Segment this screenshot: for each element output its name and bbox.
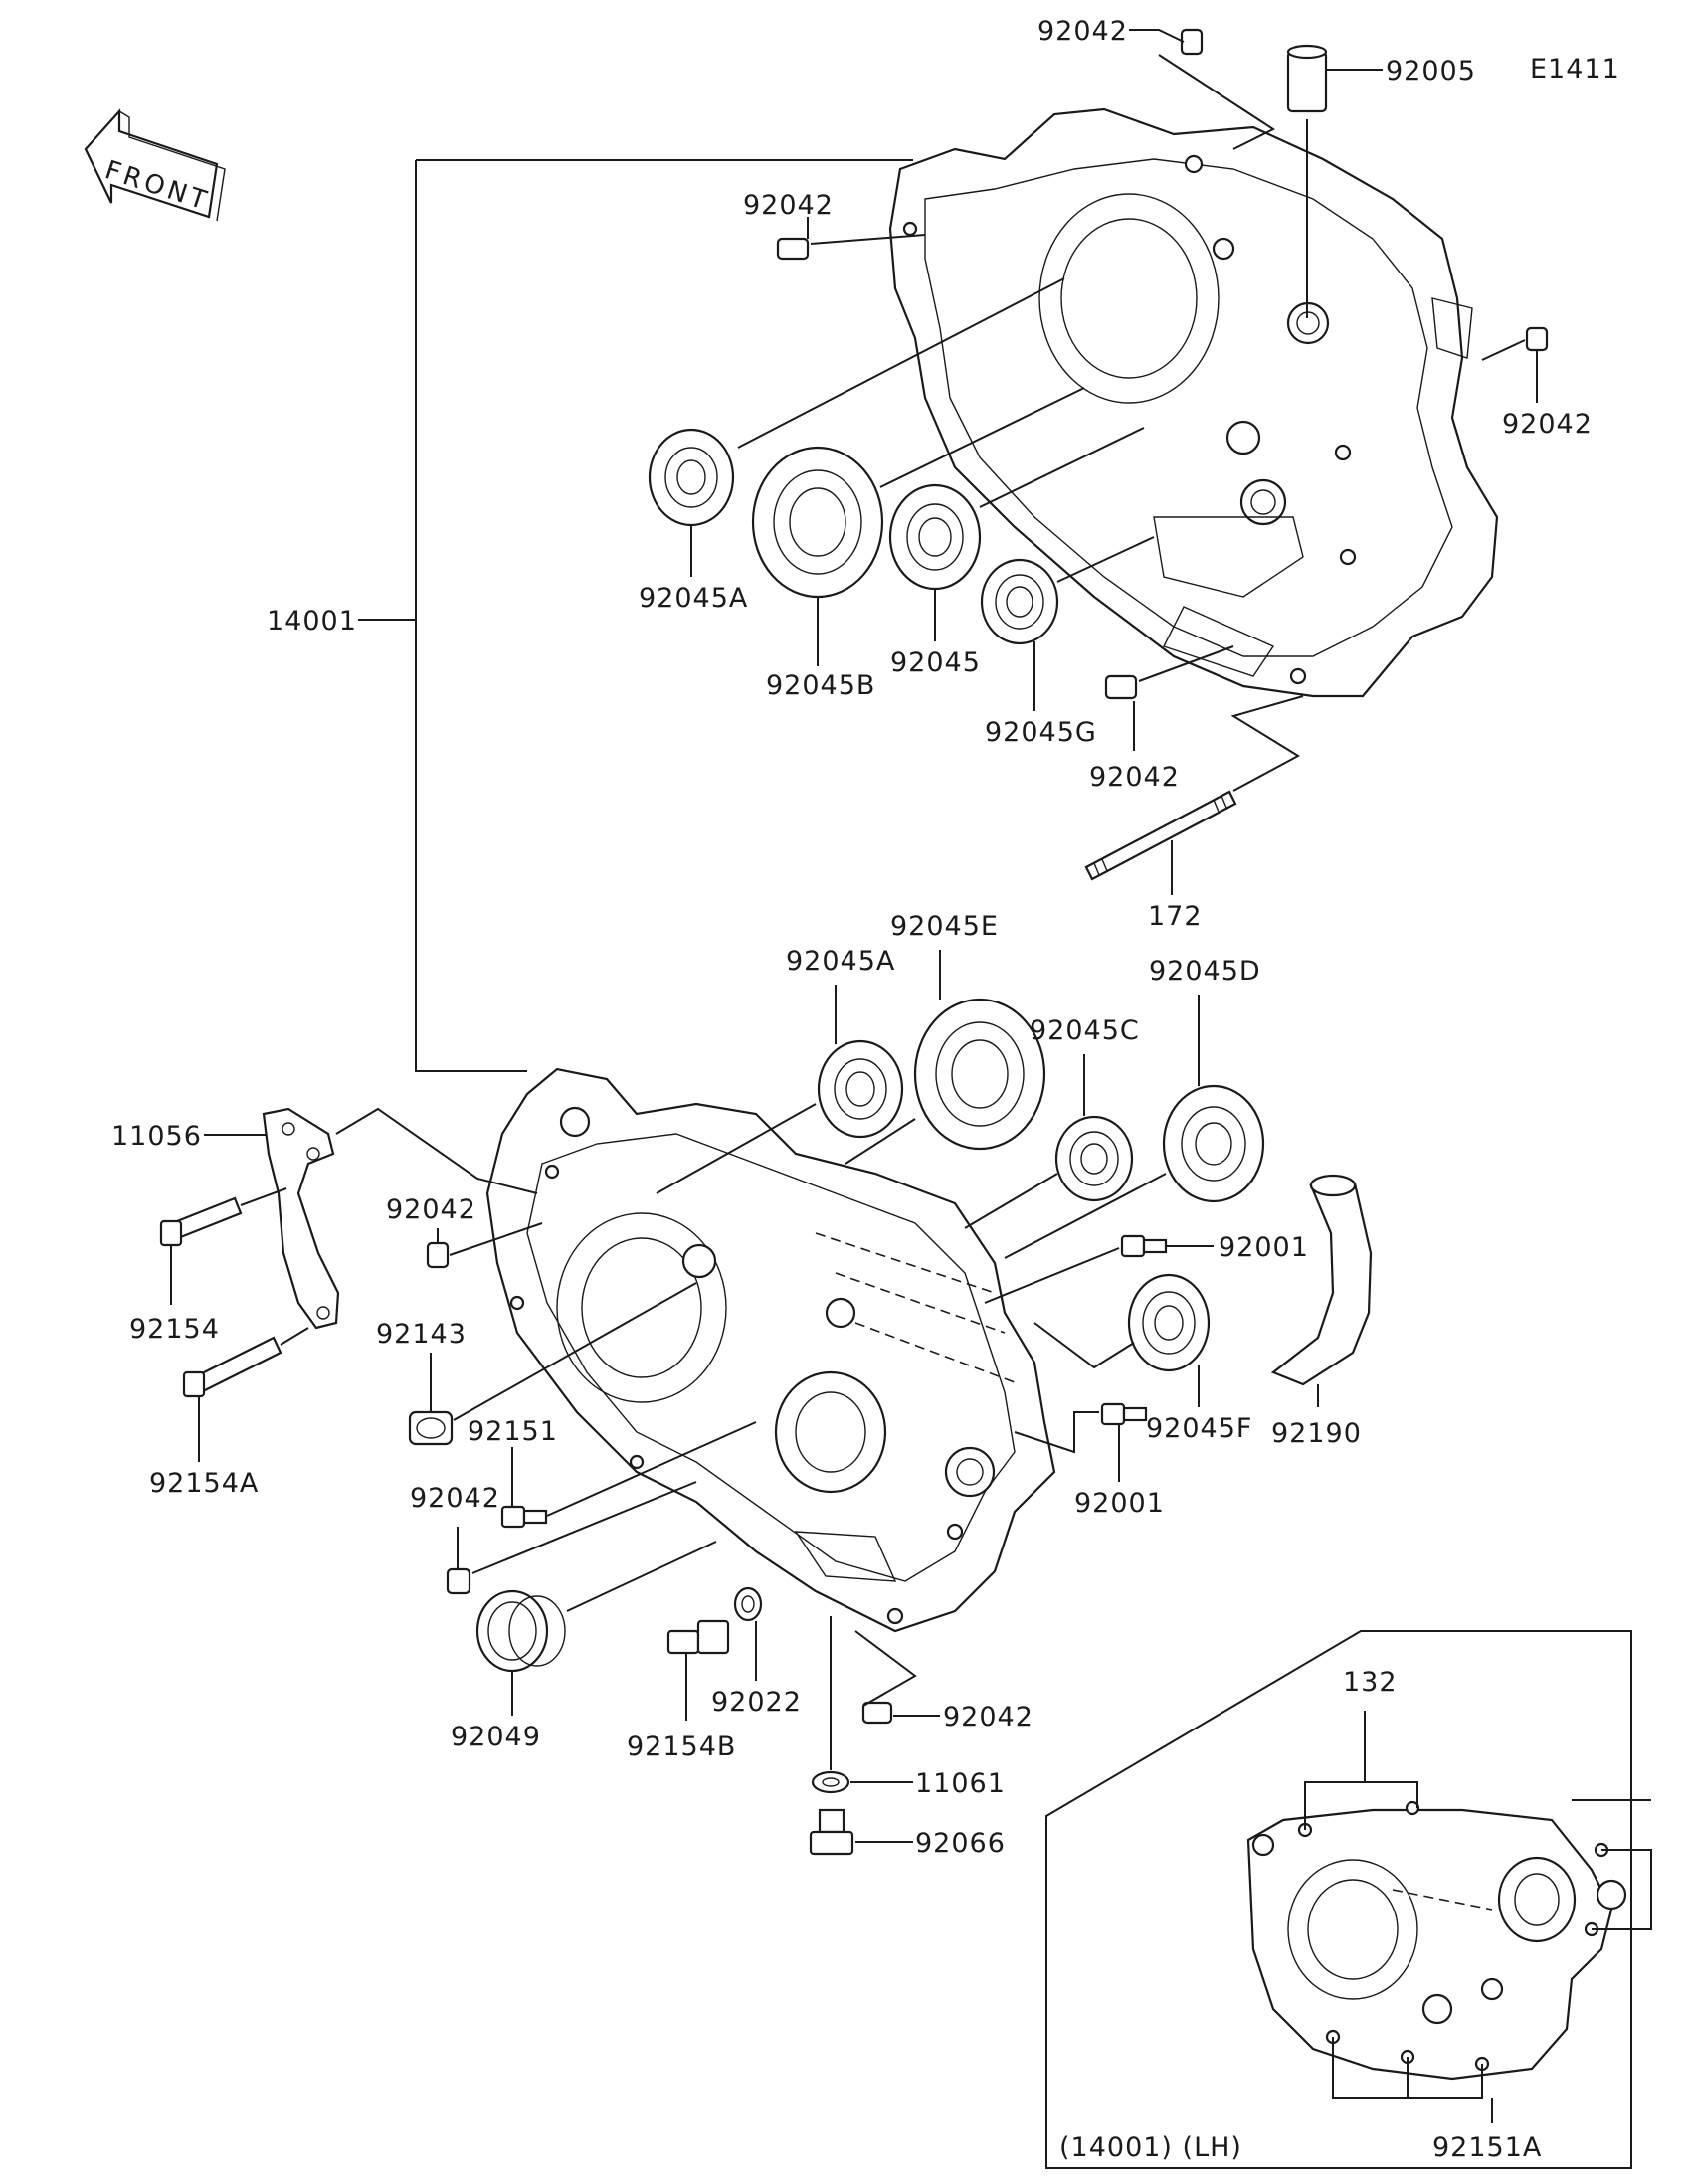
inset-crankcase-left-half [1246,1800,1627,2081]
collar-92143 [408,1410,454,1446]
collar-92005 [1286,44,1328,113]
bearing-92045A-low [817,1039,904,1139]
bolt-92001-a [1120,1234,1168,1258]
dowel-pin-92042-left [426,1241,450,1269]
label-92042-bottom: 92042 [943,1702,1033,1732]
crankcase-left-half [485,1067,1056,1633]
inset-panel: (14001) (LH) 132 [1045,1630,1652,2169]
label-92001-b: 92001 [1074,1488,1165,1519]
dowel-pin-92042-bottom [861,1701,893,1725]
crankcase-right-half [888,107,1499,698]
label-92045: 92045 [890,647,981,678]
bearing-92045 [888,483,982,591]
label-92042-a: 92042 [743,190,834,221]
label-92045C: 92045C [1030,1015,1140,1046]
label-132: 132 [1343,1667,1398,1698]
label-92154: 92154 [129,1314,220,1345]
label-92066: 92066 [915,1828,1006,1859]
bearing-92045G [980,558,1059,645]
label-92151A: 92151A [1432,2132,1542,2163]
label-11061: 11061 [915,1768,1006,1799]
bearing-92045B [751,446,884,599]
label-92042-right: 92042 [1502,409,1593,440]
label-14001: 14001 [267,606,357,637]
plug-92154B [666,1619,730,1655]
label-172: 172 [1148,901,1203,932]
diagram-code: E1411 [1530,54,1620,85]
label-92042-top: 92042 [1037,16,1128,47]
label-92143: 92143 [376,1319,467,1350]
bolt-92154A [182,1336,282,1398]
label-92154B: 92154B [627,1731,736,1762]
label-92190: 92190 [1271,1418,1362,1449]
label-92042-low: 92042 [410,1483,500,1514]
bolt-92001-b [1100,1402,1148,1426]
bracket-11056 [262,1107,340,1330]
label-92022: 92022 [711,1687,802,1718]
hose-92190 [1270,1174,1373,1386]
label-92001-a: 92001 [1219,1232,1309,1263]
bearing-92045D [1162,1084,1265,1203]
stud-172 [1084,790,1237,881]
dowel-pin-92042-mid [1104,674,1138,700]
bolt-92154 [159,1196,243,1247]
drain-bolt-92066 [809,1808,854,1856]
label-92045F: 92045F [1146,1413,1252,1444]
label-92154A: 92154A [149,1468,259,1499]
inset-caption: (14001) (LH) [1059,2132,1242,2163]
label-11056: 11056 [111,1121,202,1152]
label-92045D: 92045D [1149,956,1261,987]
label-92045A-low: 92045A [786,946,895,977]
oil-seal-92049 [475,1589,566,1673]
label-92045B: 92045B [766,670,875,701]
washer-11061 [811,1770,850,1794]
bearing-92045A-top [648,428,735,527]
dowel-pin-92042-right [1525,326,1549,352]
label-92151: 92151 [468,1416,558,1447]
dowel-pin-92042-top [1180,28,1204,56]
dowel-pin-92042-a [776,237,810,261]
label-92042-mid: 92042 [1089,762,1180,793]
label-92005: 92005 [1386,56,1476,87]
bearing-92045C [1054,1115,1134,1202]
washer-92022 [733,1586,763,1622]
label-92045A-top: 92045A [639,583,748,614]
bolt-92151 [500,1505,548,1529]
bearing-92045E [913,998,1046,1151]
front-arrow-icon: FRONT [84,108,226,222]
label-92045G: 92045G [985,717,1097,748]
label-92049: 92049 [451,1722,541,1752]
bearing-92045F [1127,1273,1211,1372]
label-92042-left: 92042 [386,1194,476,1225]
label-92045E: 92045E [890,911,999,942]
dowel-pin-92042-low [446,1567,471,1595]
